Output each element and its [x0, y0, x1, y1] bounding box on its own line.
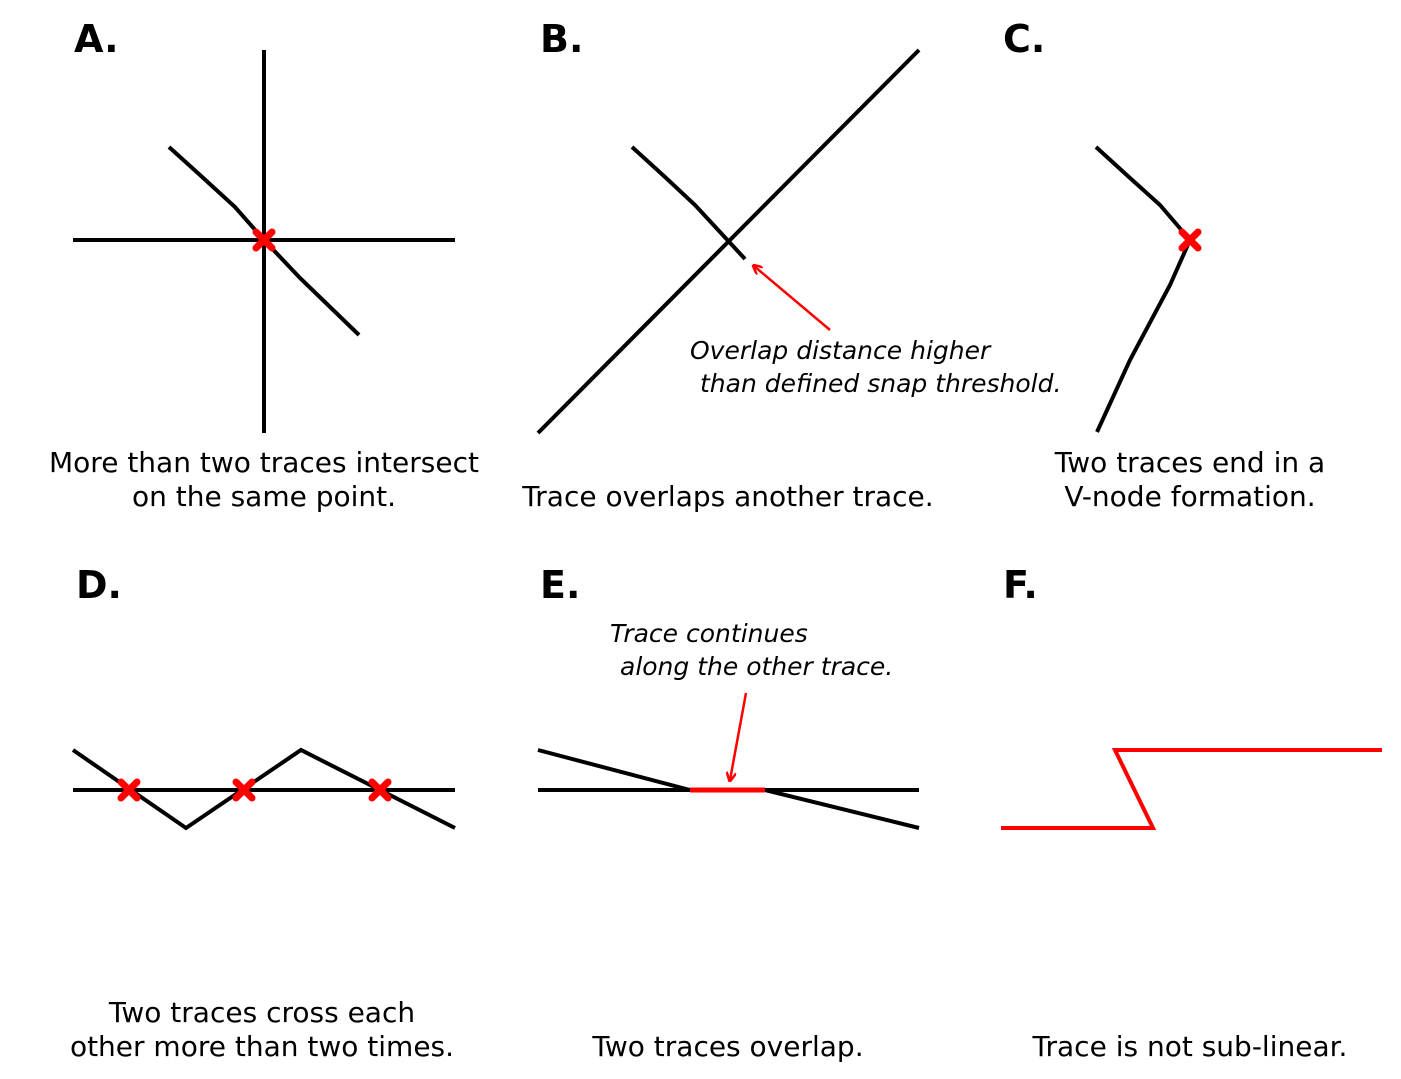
panel-f-caption: Trace is not sub-linear.: [990, 1030, 1390, 1064]
caption-line: other more than two times.: [69, 1030, 455, 1063]
panel-c-caption: Two traces end in a V-node formation.: [990, 446, 1390, 514]
panel-c-letter: C.: [1003, 17, 1046, 61]
panel-e-caption: Two traces overlap.: [478, 1030, 978, 1064]
panel-a-letter: A.: [74, 17, 119, 61]
panel-b-drawing: [536, 48, 921, 435]
caption-line: Trace is not sub-linear.: [1032, 1030, 1348, 1063]
trace-upper: [1094, 145, 1192, 242]
caption-line: Two traces cross each: [108, 996, 416, 1029]
panel-d-caption: Two traces cross each other more than tw…: [12, 996, 512, 1064]
panel-b-letter: B.: [540, 17, 584, 61]
panel-c-drawing: [1094, 145, 1192, 433]
caption-line: Two traces end in a: [1054, 446, 1326, 479]
v-node-marker: [1182, 232, 1198, 248]
caption-line: on the same point.: [131, 480, 397, 513]
panel-e-letter: E.: [540, 563, 581, 607]
panel-e-note: Trace continues along the other trace.: [610, 617, 893, 683]
trace-overlapping: [630, 145, 747, 261]
continue-arrow: [730, 692, 748, 780]
panel-b-caption: Trace overlaps another trace.: [478, 480, 978, 514]
note-line: Trace continues: [610, 619, 808, 648]
note-line: Overlap distance higher: [690, 336, 991, 365]
overlap-arrow: [754, 266, 831, 331]
caption-line: V-node formation.: [1064, 480, 1316, 513]
panel-d-letter: D.: [76, 563, 122, 607]
trace-diagonal: [167, 145, 361, 337]
note-line: along the other trace.: [620, 652, 894, 681]
panel-a-caption: More than two traces intersect on the sa…: [14, 446, 514, 514]
note-line: than defined snap threshold.: [700, 369, 1062, 398]
caption-line: Trace overlaps another trace.: [522, 480, 934, 513]
panel-f-letter: F.: [1003, 563, 1038, 607]
caption-line: More than two traces intersect: [49, 446, 479, 479]
panel-f-trace: [1001, 748, 1382, 830]
panel-b-note: Overlap distance higher than defined sna…: [690, 334, 1061, 400]
caption-line: Two traces overlap.: [592, 1030, 864, 1063]
trace-lower: [1095, 239, 1192, 433]
